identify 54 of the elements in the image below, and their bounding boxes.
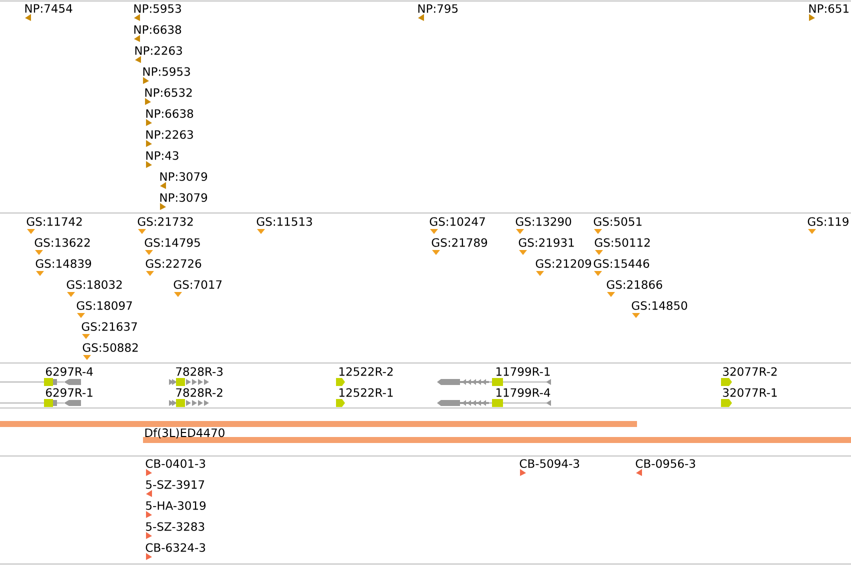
track-label: GS:10247 [430,217,485,226]
track-label: GS:22726 [146,259,202,268]
track-label: 7828R-2 [176,388,222,397]
track-label: CB-5094-3 [520,459,580,468]
track-label: GS:14795 [144,238,200,247]
track-label: NP:43 [146,151,178,160]
track-label: GS:21931 [518,238,574,247]
track-label: GS:15446 [594,259,650,268]
track-label: NP:5953 [143,67,190,76]
track-label: CB-0956-3 [636,459,696,468]
track-label: GS:13622 [34,238,90,247]
track-label: GS:21866 [606,280,662,289]
track-label: 12522R-1 [339,388,393,397]
track-label: NP:3079 [160,172,208,181]
track-label: GS:21209 [536,259,592,268]
track-label: GS:11742 [26,217,82,226]
track-label: CB-6324-3 [146,543,206,552]
track-label: 5-SZ-3917 [146,480,204,489]
track-label: 7828R-3 [176,367,223,376]
track-label: GS:50112 [594,238,650,247]
track-label: GS:21637 [82,322,137,331]
track-label: GS:18032 [66,280,122,289]
track-label: GS:50882 [82,343,138,352]
track-label: Df(3L)ED4470 [145,428,224,438]
track-label: GS:21732 [138,217,193,226]
track-label: 11799R-4 [496,388,550,397]
track-label: NP:651 [809,4,848,13]
track-label: NP:6638 [146,109,194,118]
track-label: 12522R-2 [339,367,393,376]
track-label: NP:6532 [145,88,192,97]
track-label: GS:13290 [516,217,572,226]
track-label: 32077R-2 [723,367,777,376]
track-label: 32077R-1 [723,388,777,397]
track-label: NP:3079 [160,193,208,202]
track-label: GS:5051 [594,217,642,226]
track-label: NP:2263 [135,46,182,55]
track-label: NP:2263 [146,130,193,139]
track-label: GS:7017 [174,280,222,289]
track-label: GS:119 [808,217,848,226]
track-label: NP:6638 [134,25,182,34]
track-label: 5-SZ-3283 [146,522,204,531]
track-label: NP:795 [418,4,458,13]
track-label: 5-HA-3019 [146,501,206,510]
track-label: NP:7454 [25,4,72,13]
track-label: 6297R-4 [46,367,93,376]
track-label: GS:14850 [632,301,688,310]
track-label: 6297R-1 [46,388,92,397]
track-label: GS:14839 [36,259,92,268]
track-label: GS:21789 [432,238,488,247]
track-label: 11799R-1 [496,367,550,376]
track-label: NP:5953 [134,4,181,13]
track-label: GS:18097 [76,301,132,310]
track-label: GS:11513 [256,217,312,226]
track-label: CB-0401-3 [146,459,206,468]
